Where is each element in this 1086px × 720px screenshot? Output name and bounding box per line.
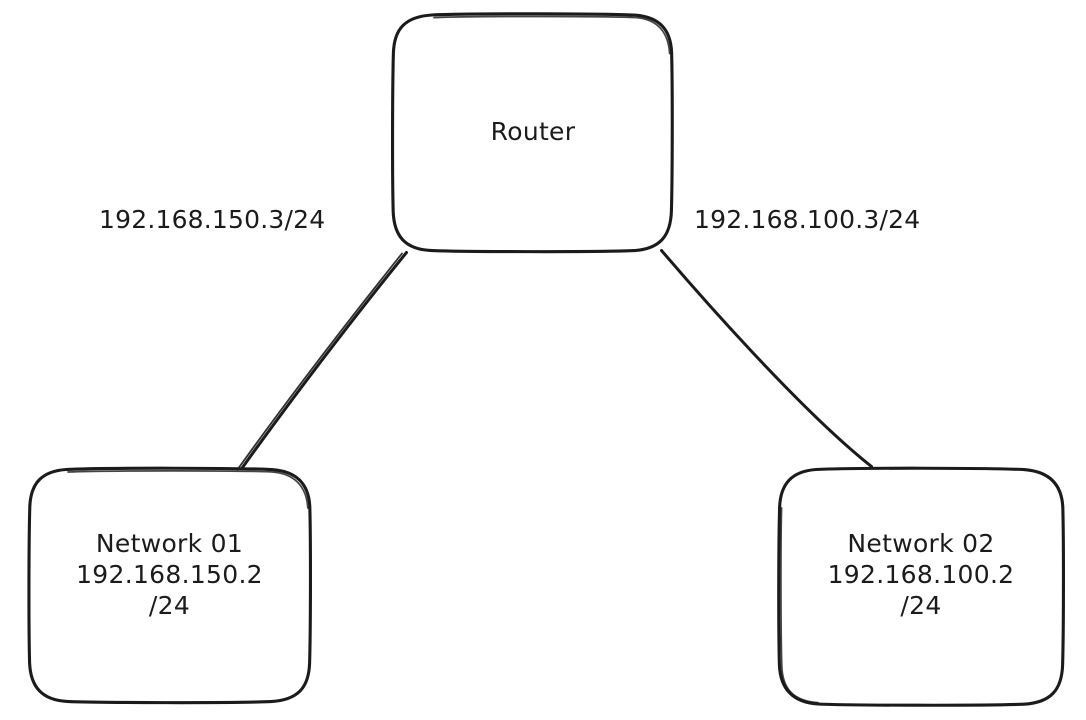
router-box-outline-overdraw — [433, 15, 671, 55]
network-01-box-outline — [27, 466, 313, 705]
edge-left-stroke-primary — [241, 251, 408, 469]
network-02-box-outline-overdraw — [780, 507, 819, 704]
edge-router-to-network-01[interactable] — [236, 251, 408, 471]
edge-left-stroke-secondary — [236, 252, 403, 471]
network-01-node-shape[interactable] — [27, 466, 313, 705]
network-02-node-shape[interactable] — [777, 466, 1066, 707]
network-02-box-outline — [777, 466, 1066, 707]
router-node-shape[interactable] — [390, 12, 674, 254]
router-box-outline — [390, 12, 674, 254]
edge-right-stroke-primary — [660, 249, 873, 468]
network-01-box-outline-overdraw — [67, 470, 309, 509]
edge-right-label: 192.168.100.3/24 — [694, 205, 921, 234]
edge-router-to-network-02[interactable] — [660, 249, 873, 468]
edge-left-label: 192.168.150.3/24 — [99, 205, 326, 234]
